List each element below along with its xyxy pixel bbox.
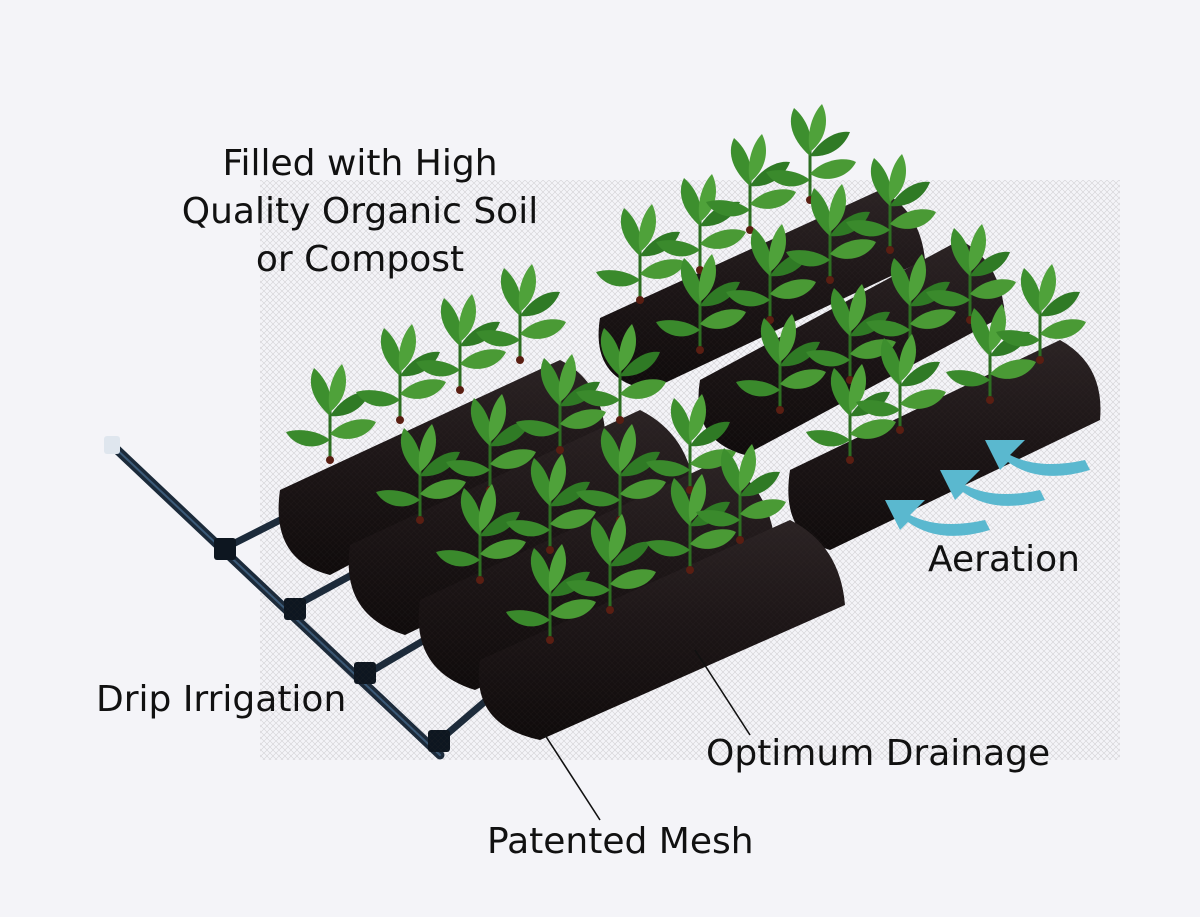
soil-label-line-1: Filled with High	[222, 143, 498, 184]
drip-irrigation-label: Drip Irrigation	[96, 679, 347, 720]
soil-label-line-3: or Compost	[255, 239, 465, 280]
optimum-drainage-label: Optimum Drainage	[706, 733, 1051, 774]
soil-label: Filled with High Quality Organic Soil or…	[150, 140, 570, 284]
aeration-label: Aeration	[928, 539, 1080, 580]
aeration-arrows	[885, 440, 1090, 536]
leader-lines	[544, 649, 751, 821]
patented-mesh-label: Patented Mesh	[487, 821, 754, 862]
soil-label-line-2: Quality Organic Soil	[181, 191, 539, 232]
